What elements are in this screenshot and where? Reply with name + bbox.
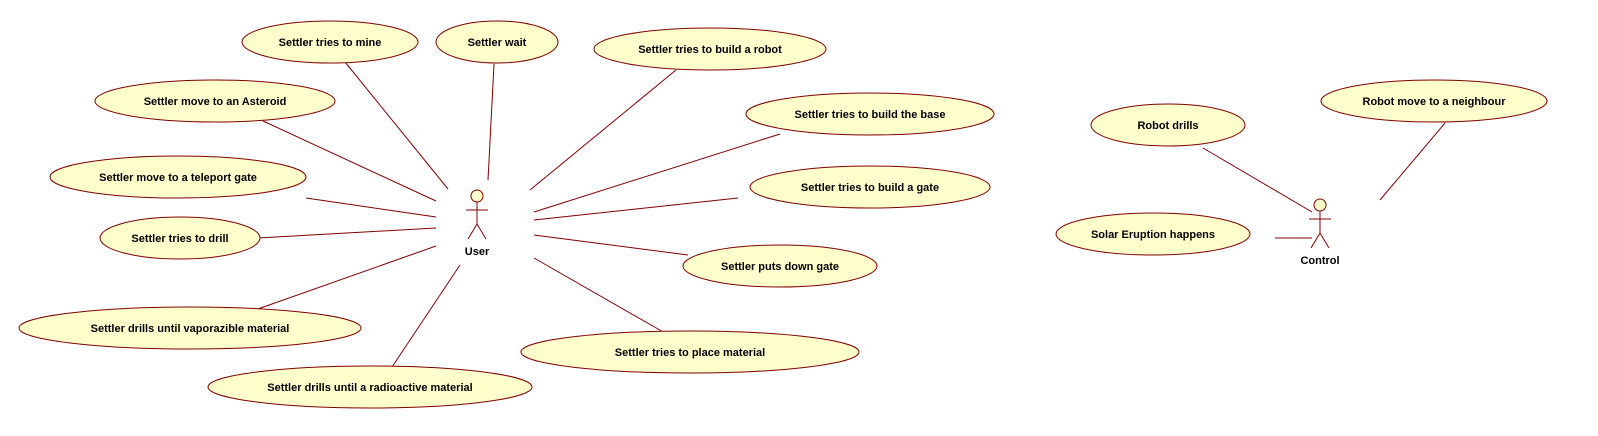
use-case-label: Robot move to a neighbour [1363,96,1507,108]
use-case-solar-eruption[interactable]: Solar Eruption happens [1055,212,1251,256]
use-case-label: Settler move to a teleport gate [99,172,257,184]
assoc-build-robot [529,69,677,191]
assoc-move-asteroid [262,120,437,202]
assoc-drill-vaporazible [254,245,437,311]
use-case-robot-move[interactable]: Robot move to a neighbour [1320,79,1548,123]
use-case-build-robot[interactable]: Settler tries to build a robot [593,27,827,71]
actor-user[interactable]: User [465,189,490,258]
stick-figure-icon [466,189,488,240]
use-case-label: Settler tries to place material [615,347,765,359]
use-case-label: Settler tries to drill [131,233,228,245]
assoc-place-material [533,257,666,334]
assoc-build-base [533,133,781,213]
assoc-wait [487,63,495,181]
use-case-drill[interactable]: Settler tries to drill [99,216,261,260]
use-case-place-material[interactable]: Settler tries to place material [520,330,860,374]
use-case-label: Settler tries to mine [279,37,382,49]
actor-label: User [465,246,490,258]
use-case-label: Settler drills until vaporazible materia… [91,323,290,335]
actor-control[interactable]: Control [1300,198,1340,267]
use-case-drill-vaporazible[interactable]: Settler drills until vaporazible materia… [18,306,362,350]
use-case-move-asteroid[interactable]: Settler move to an Asteroid [94,79,336,123]
stick-figure-icon [1309,198,1331,249]
use-case-label: Settler move to an Asteroid [144,96,287,108]
use-case-build-gate[interactable]: Settler tries to build a gate [749,165,991,209]
use-case-label: Settler tries to build a gate [801,182,939,194]
assoc-robot-drills [1202,147,1313,213]
use-case-put-down-gate[interactable]: Settler puts down gate [682,244,878,288]
use-case-label: Solar Eruption happens [1091,229,1215,241]
assoc-move-teleport [305,197,437,218]
assoc-put-down-gate [533,234,689,256]
assoc-drill [257,227,437,239]
use-case-label: Settler tries to build a robot [638,44,782,56]
associations [254,61,1446,368]
use-case-drill-radioactive[interactable]: Settler drills until a radioactive mater… [207,365,533,409]
assoc-build-gate [533,197,739,221]
actor-label: Control [1300,255,1339,267]
use-case-label: Settler puts down gate [721,261,839,273]
use-case-move-teleport[interactable]: Settler move to a teleport gate [49,155,307,199]
use-case-mine[interactable]: Settler tries to mine [241,20,419,64]
assoc-drill-radioactive [391,264,461,368]
use-case-label: Settler wait [468,37,527,49]
use-case-label: Robot drills [1137,120,1198,132]
use-case-label: Settler drills until a radioactive mater… [267,382,472,394]
assoc-robot-move [1379,122,1446,201]
use-case-robot-drills[interactable]: Robot drills [1090,103,1246,147]
use-case-label: Settler tries to build the base [795,109,946,121]
assoc-mine [344,61,449,190]
use-case-build-base[interactable]: Settler tries to build the base [745,92,995,136]
use-case-wait[interactable]: Settler wait [435,20,559,64]
